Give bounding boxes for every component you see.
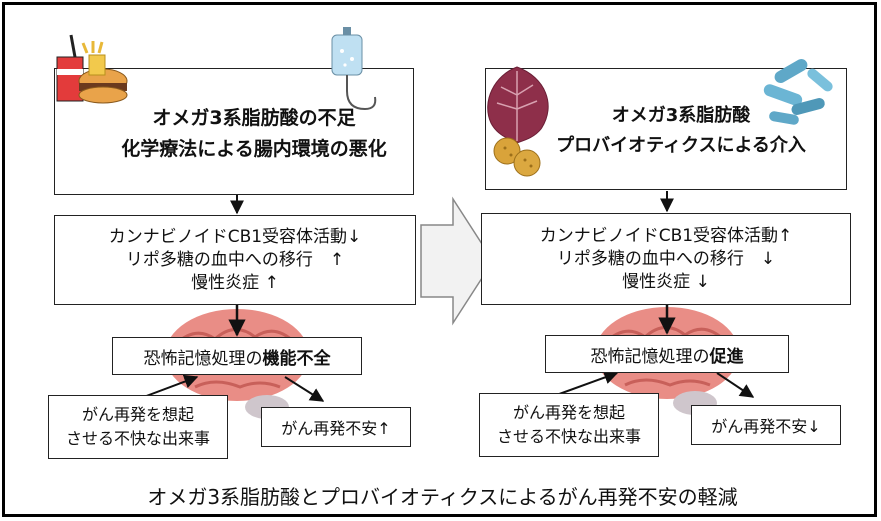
right-effect-1: カンナビノイドCB1受容体活動↑ <box>539 225 793 246</box>
left-trigger-line-2: させる不快な出来事 <box>65 429 210 448</box>
right-cause-line-1: オメガ3系脂肪酸 <box>611 105 751 126</box>
left-cause-line-2: 化学療法による腸内環境の悪化 <box>121 137 387 160</box>
left-memory-prefix: 恐怖記憶処理の <box>143 348 263 369</box>
right-effects-box: カンナビノイドCB1受容体活動↑ リポ多糖の血中への移行 ↓ 慢性炎症 ↓ <box>481 213 851 305</box>
right-effect-2: リポ多糖の血中への移行 ↓ <box>556 248 776 269</box>
arrow-left-anxiety <box>284 376 325 402</box>
left-effect-2: リポ多糖の血中への移行 ↑ <box>125 249 345 270</box>
left-anxiety-label: がん再発不安↑ <box>281 419 391 438</box>
left-cause-line-1: オメガ3系脂肪酸の不足 <box>152 106 356 129</box>
right-memory-box: 恐怖記憶処理の促進 <box>545 335 789 373</box>
left-trigger-line-1: がん再発を想起 <box>81 405 194 424</box>
right-trigger-line-1: がん再発を想起 <box>512 403 625 422</box>
left-cause-box: オメガ3系脂肪酸の不足 化学療法による腸内環境の悪化 <box>54 68 414 195</box>
right-anxiety-label: がん再発不安↓ <box>711 417 821 436</box>
right-memory-prefix: 恐怖記憶処理の <box>590 346 710 367</box>
left-trigger-box: がん再発を想起 させる不快な出来事 <box>48 395 228 459</box>
left-effects-box: カンナビノイドCB1受容体活動↓ リポ多糖の血中への移行 ↑ 慢性炎症 ↑ <box>54 215 416 305</box>
right-memory-emphasis: 促進 <box>709 346 744 367</box>
right-trigger-line-2: させる不快な出来事 <box>496 427 641 446</box>
arrow-right-anxiety <box>716 372 755 398</box>
left-anxiety-box: がん再発不安↑ <box>261 407 411 447</box>
right-effect-3: 慢性炎症 ↓ <box>622 271 710 292</box>
right-cause-line-2: プロバイオティクスによる介入 <box>556 135 806 156</box>
left-effect-1: カンナビノイドCB1受容体活動↓ <box>108 226 362 247</box>
right-anxiety-box: がん再発不安↓ <box>691 405 841 445</box>
left-memory-emphasis: 機能不全 <box>262 348 331 369</box>
left-effect-3: 慢性炎症 ↑ <box>191 272 279 293</box>
left-memory-box: 恐怖記憶処理の機能不全 <box>112 337 362 375</box>
right-cause-box: オメガ3系脂肪酸 プロバイオティクスによる介入 <box>485 68 847 190</box>
transition-arrow-icon <box>420 196 494 326</box>
figure-caption: オメガ3系脂肪酸とプロバイオティクスによるがん再発不安の軽減 <box>147 485 738 509</box>
right-trigger-box: がん再発を想起 させる不快な出来事 <box>479 393 659 457</box>
